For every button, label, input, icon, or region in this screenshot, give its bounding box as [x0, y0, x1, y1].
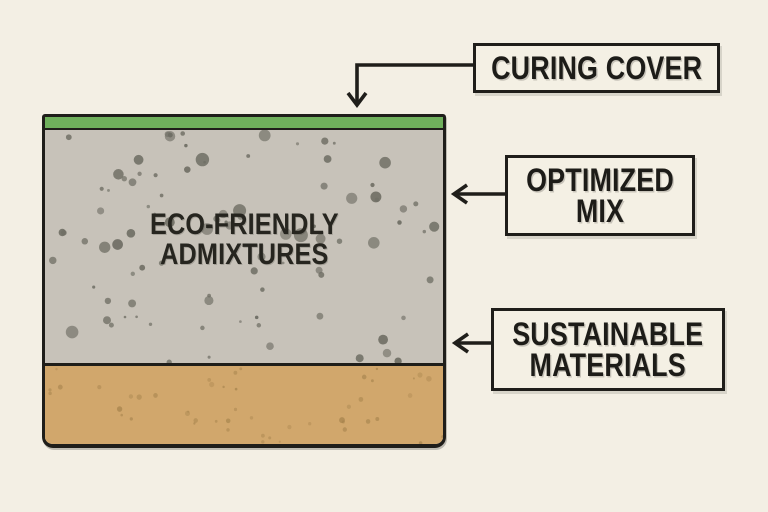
curing-cover-callout: CURING COVER: [473, 43, 720, 93]
optimized-mix-callout: OPTIMIZED MIX: [505, 155, 695, 236]
sustainable-materials-left-arrow: [451, 332, 491, 354]
curing-cover-label: CURING COVER: [490, 49, 703, 86]
concrete-mix-layer: ECO-FRIENDLY ADMIXTURES: [45, 130, 443, 366]
sand-speckles: [48, 367, 443, 444]
optimized-mix-left-arrow: [450, 183, 505, 205]
eco-friendly-admixtures-label: ECO-FRIENDLY ADMIXTURES: [149, 207, 339, 271]
optimized-mix-line2: MIX: [575, 192, 625, 229]
sustainable-materials-line2: MATERIALS: [529, 346, 687, 383]
block-label-line1: ECO-FRIENDLY: [149, 207, 339, 241]
sand-base-layer: [45, 366, 443, 444]
curing-cover-down-arrow: [346, 63, 473, 108]
sustainable-materials-line1: SUSTAINABLE: [512, 316, 704, 353]
block-label-line2: ADMIXTURES: [159, 237, 329, 271]
curing-cover-layer: [45, 117, 443, 130]
concrete-speckles: [49, 130, 440, 363]
sustainable-materials-callout: SUSTAINABLE MATERIALS: [491, 308, 725, 391]
optimized-mix-line1: OPTIMIZED: [526, 162, 674, 199]
slab-cross-section: ECO-FRIENDLY ADMIXTURES: [42, 114, 446, 448]
optimized-mix-label: OPTIMIZED MIX: [526, 162, 674, 229]
sustainable-materials-label: SUSTAINABLE MATERIALS: [512, 316, 704, 383]
